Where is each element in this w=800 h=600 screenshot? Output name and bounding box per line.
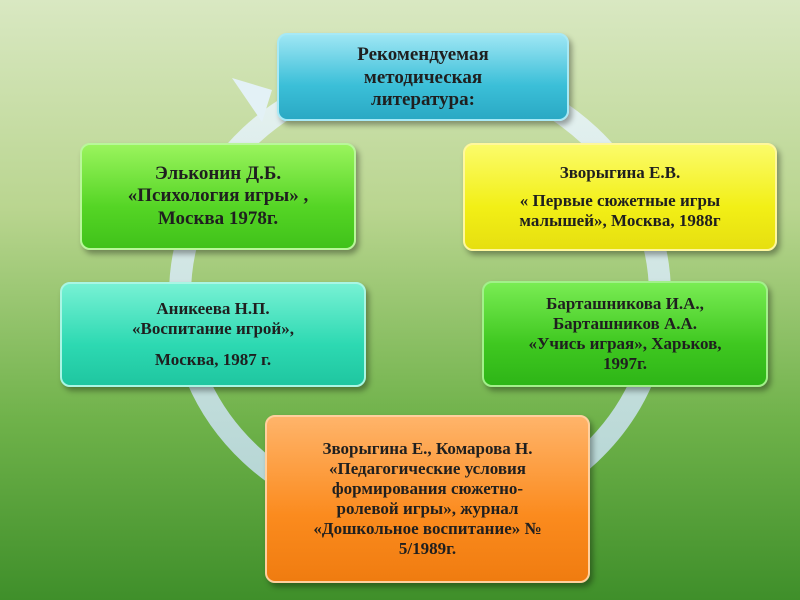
box-line: Барташникова И.А.,: [546, 293, 704, 313]
box-line: «Учись играя», Харьков,: [528, 334, 722, 353]
box-line: Зворыгина Е., Комарова Н.: [322, 438, 533, 458]
box-line: Москва, 1987 г.: [154, 349, 272, 369]
box-zvorygina-ev: Зворыгина Е.В. « Первые сюжетные игры ма…: [463, 143, 777, 251]
box-line: 1997г.: [602, 354, 648, 374]
box-line: «Педагогические условия: [328, 458, 527, 478]
box-line: «Психология игры» ,: [127, 185, 309, 207]
box-line: ролевой игры», журнал: [336, 499, 519, 518]
box-line: Эльконин Д.Б.: [154, 162, 282, 184]
box-line: Барташников А.А.: [552, 313, 698, 333]
ring-arrowhead: [232, 78, 272, 122]
box-line: «Воспитание игрой»,: [132, 319, 294, 339]
box-line: формирования сюжетно-: [331, 478, 524, 498]
box-line: Рекомендуемая: [357, 44, 489, 66]
box-line: Зворыгина Е.В.: [559, 162, 681, 182]
box-line: методическая: [363, 66, 483, 88]
box-line: « Первые сюжетные игры: [519, 190, 721, 210]
box-line: литература:: [371, 89, 475, 111]
box-bartashnikova: Барташникова И.А., Барташников А.А. «Учи…: [482, 281, 768, 387]
box-line: Москва 1978г.: [157, 207, 279, 229]
box-line: «Дошкольное воспитание» №: [313, 519, 542, 539]
box-elkonin: Эльконин Д.Б. «Психология игры» , Москва…: [80, 143, 356, 250]
box-recommended-literature: Рекомендуемая методическая литература:: [277, 33, 569, 121]
box-line: малышей», Москва, 1988г: [519, 211, 721, 231]
box-line: 5/1989г.: [398, 539, 457, 559]
box-line: Аникеева Н.П.: [156, 299, 270, 319]
box-zvorygina-komarova: Зворыгина Е., Комарова Н. «Педагогически…: [265, 415, 590, 583]
box-anikeeva: Аникеева Н.П. «Воспитание игрой», Москва…: [60, 282, 366, 387]
